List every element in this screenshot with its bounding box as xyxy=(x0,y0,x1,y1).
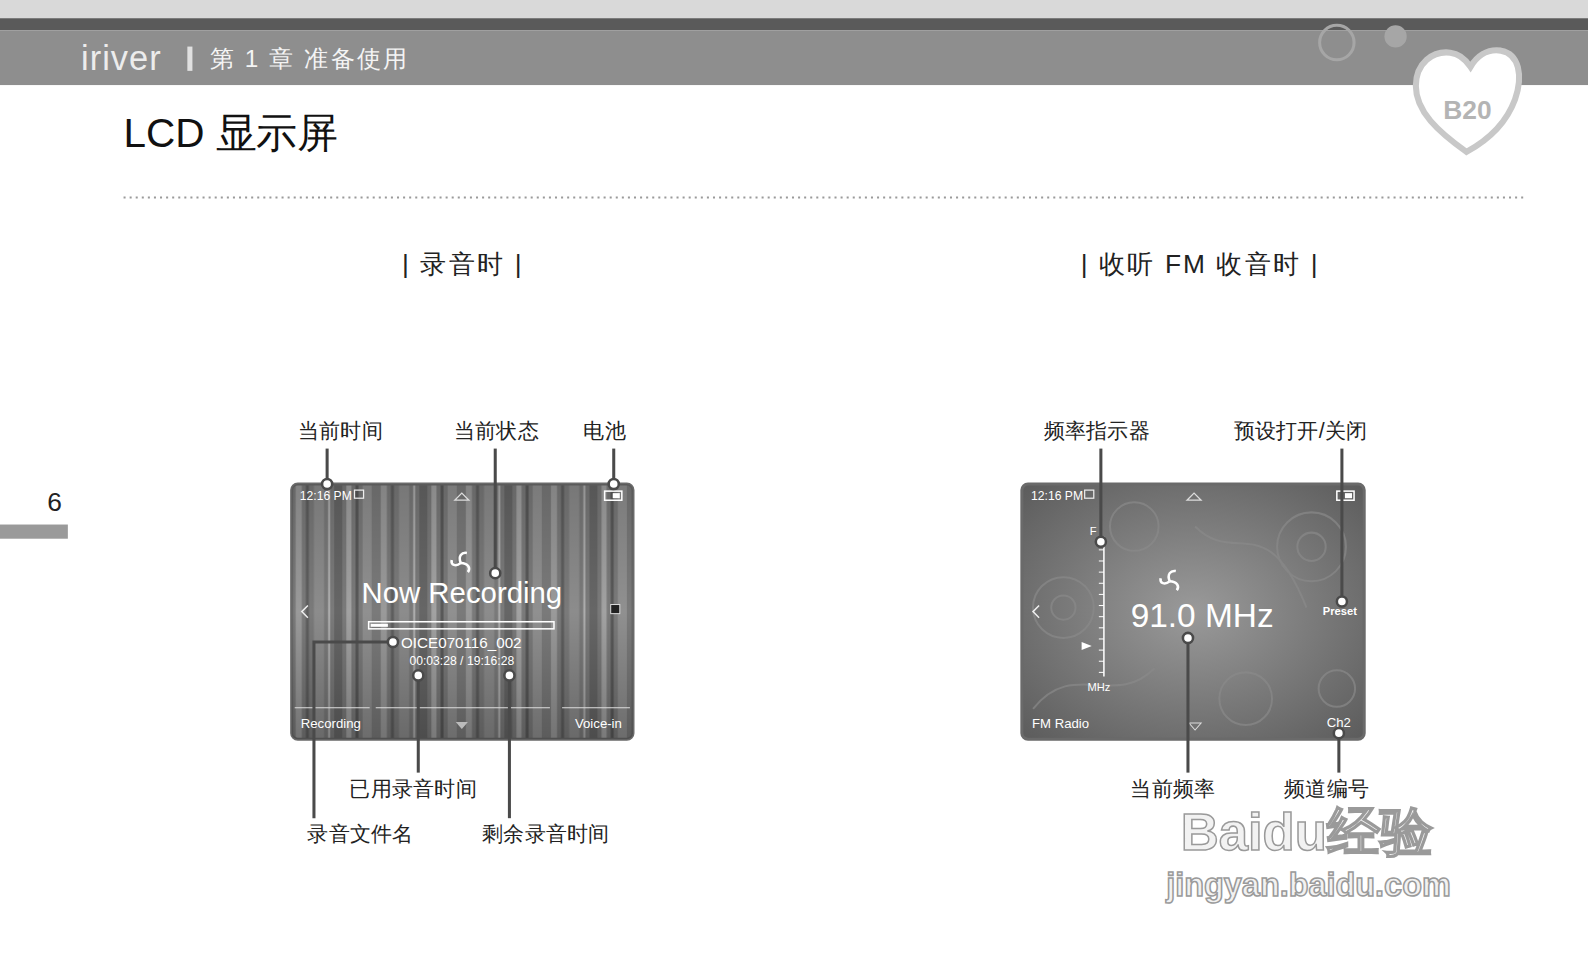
chapter-heading: 第 1 章 准备使用 xyxy=(210,45,410,73)
screen-text: Now Recording xyxy=(361,577,562,611)
callout-label: 当前状态 xyxy=(454,419,539,443)
page-title: LCD 显示屏 xyxy=(124,109,338,156)
screen-text: 12:16 PM xyxy=(300,490,352,504)
screen-text: Voice-in xyxy=(575,716,622,731)
screen-text: MHz xyxy=(1087,681,1110,694)
callout-label: 电池 xyxy=(583,419,626,443)
screen-text: 91.0 MHz xyxy=(1131,596,1274,634)
section-heading: | 录音时 | xyxy=(402,250,523,280)
screen-text: F xyxy=(1090,525,1097,538)
brand-logo: iriver xyxy=(81,39,162,79)
screen-text: Recording xyxy=(301,716,361,731)
screen-text: Ch2 xyxy=(1327,715,1351,730)
model-badge: B20 xyxy=(1443,95,1491,125)
callout-label: 当前频率 xyxy=(1130,777,1215,801)
screen-text: OICE070116_002 xyxy=(401,634,522,651)
lcd-screen: 12:16 PM F 91.0 MHzMHz Preset FM Radio Ch2 xyxy=(1022,484,1364,739)
watermark: jingyan.baidu.com xyxy=(1166,866,1451,903)
callout-label: 已用录音时间 xyxy=(349,777,477,801)
callout-label: 频道编号 xyxy=(1284,777,1369,801)
callout-label: 剩余录音时间 xyxy=(482,822,610,846)
screen-text: 12:16 PM xyxy=(1031,490,1083,504)
watermark: Baidu经验 xyxy=(1181,802,1433,863)
callout-label: 当前时间 xyxy=(298,419,383,443)
callout-label: 频率指示器 xyxy=(1044,419,1150,443)
screen-text: Preset xyxy=(1323,605,1357,618)
callout-label: 录音文件名 xyxy=(307,822,413,846)
screen-text: FM Radio xyxy=(1032,716,1089,731)
lcd-screen: 12:16 PM Now RecordingOICE070116_002 00:03… xyxy=(292,484,633,739)
page-number: 6 xyxy=(47,488,62,518)
callout-label: 预设打开/关闭 xyxy=(1234,419,1368,443)
section-heading: | 收听 FM 收音时 | xyxy=(1081,250,1320,280)
screen-text: 00:03:28 / 19:16:28 xyxy=(409,655,514,669)
